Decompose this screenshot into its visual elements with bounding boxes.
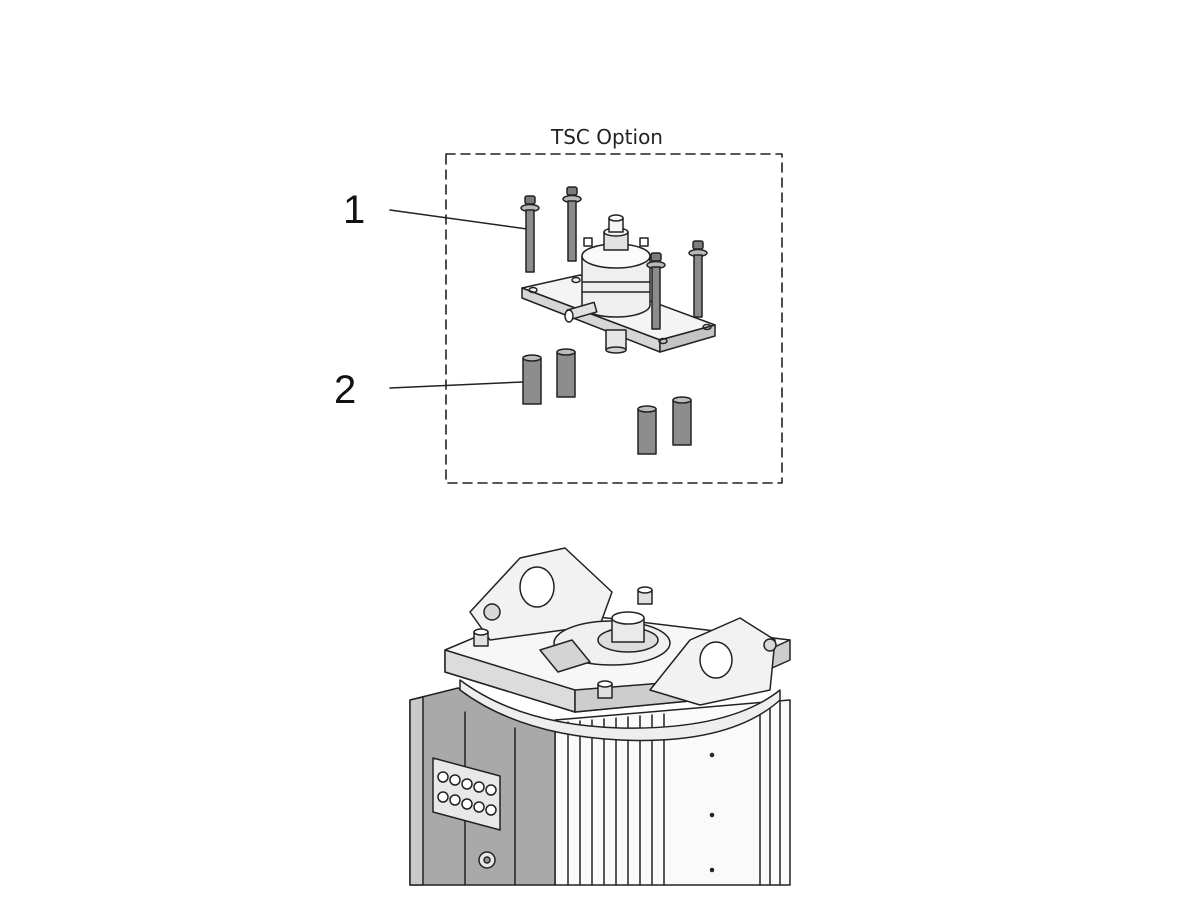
spacer-sleeve	[637, 405, 657, 455]
spacer-sleeve	[672, 396, 692, 446]
top-stub	[603, 214, 629, 251]
bolts	[520, 186, 708, 330]
motor-unit	[409, 547, 791, 886]
lifting-bracket-front	[649, 617, 777, 706]
lifting-bracket-rear	[469, 547, 613, 641]
side-port	[564, 301, 598, 323]
bolt	[520, 195, 540, 273]
leader-line-2	[389, 381, 524, 389]
spacer-sleeve	[556, 348, 576, 398]
bolt	[562, 186, 582, 262]
spacer-sleeves	[522, 348, 692, 455]
center-shaft	[539, 611, 671, 673]
option-box-title: TSC Option	[551, 125, 663, 149]
terminal-block	[432, 757, 501, 831]
finned-body	[554, 699, 791, 886]
bolt	[688, 240, 708, 318]
spacer-sleeve	[522, 354, 542, 405]
sensor-housing	[581, 237, 651, 318]
callout-number-1: 1	[343, 188, 366, 232]
control-box	[409, 687, 556, 886]
leader-line-1	[389, 209, 528, 230]
bolt	[646, 252, 666, 330]
plate-screws	[473, 586, 653, 699]
option-dashed-frame	[445, 153, 783, 484]
tsc-assembly	[521, 214, 716, 354]
callout-number-2: 2	[334, 368, 357, 412]
